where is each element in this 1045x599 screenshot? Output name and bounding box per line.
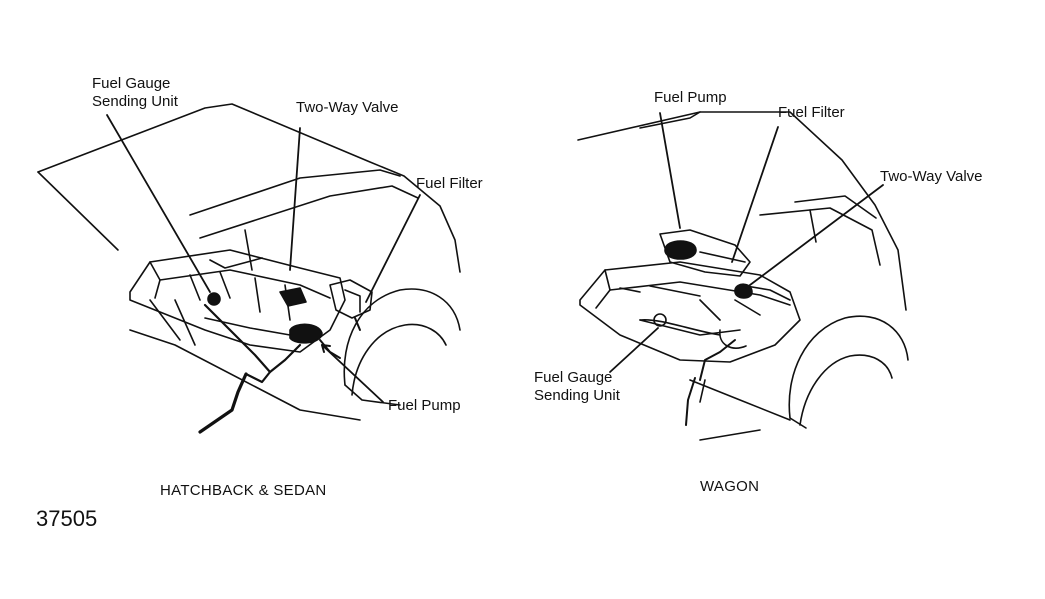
hatchback-sedan-drawing [37,103,461,434]
hatchback-sedan-caption: HATCHBACK & SEDAN [160,482,327,499]
figure-number: 37505 [36,506,98,531]
wagon-drawing [577,111,909,441]
hatchback-two-way-valve-label: Two-Way Valve [296,99,399,116]
wagon-fuel-pump-label: Fuel Pump [654,89,727,106]
hatchback-fuel-gauge-label-line2: Sending Unit [92,93,178,110]
wagon-fuel-gauge-label-line2: Sending Unit [534,387,620,404]
wagon-fuel-filter-label: Fuel Filter [778,104,845,121]
hatchback-fuel-filter-label: Fuel Filter [416,175,483,192]
wagon-fuel-gauge-label-line1: Fuel Gauge [534,369,613,386]
hatchback-fuel-gauge-label: Fuel Gauge Sending Unit [92,75,178,111]
wagon-fuel-gauge-label: Fuel Gauge Sending Unit [534,369,620,405]
wagon-two-way-valve-label: Two-Way Valve [880,168,983,185]
hatchback-fuel-pump-label: Fuel Pump [388,397,461,414]
wagon-caption: WAGON [700,478,760,495]
hatchback-fuel-gauge-label-line1: Fuel Gauge [92,75,171,92]
